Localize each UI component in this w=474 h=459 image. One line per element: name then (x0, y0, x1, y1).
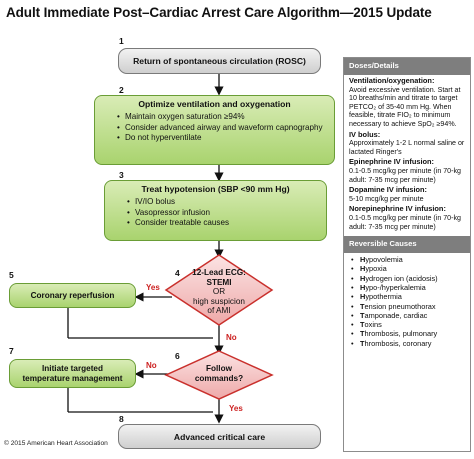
step-4-line3: OR (212, 287, 226, 297)
step-6-follow-commands: Follow commands? (182, 364, 256, 383)
label-no-stemi: No (226, 333, 237, 342)
step-2-list: Maintain oxygen saturation ≥94% Consider… (95, 112, 334, 144)
step-number-2: 2 (119, 85, 124, 95)
ventilation-section: Ventilation/oxygenation: Avoid excessive… (344, 75, 470, 129)
step-3-bullet: IV/IO bolus (127, 197, 326, 208)
cause-item: Hypothermia (351, 292, 470, 302)
bolus-section: IV bolus: Approximately 1-2 L normal sal… (344, 129, 470, 157)
epinephrine-title: Epinephrine IV infusion: (349, 157, 434, 167)
step-6-line1: Follow (206, 364, 232, 373)
norepinephrine-section: Norepinephrine IV infusion: 0.1-0.5 mcg/… (344, 203, 470, 231)
step-3-bullet: Vasopressor infusion (127, 208, 326, 219)
step-4-line1: 12-Lead ECG: (192, 268, 246, 277)
cause-item: Thrombosis, pulmonary (351, 329, 470, 339)
step-3-heading: Treat hypotension (SBP <90 mm Hg) (141, 184, 290, 194)
epinephrine-section: Epinephrine IV infusion: 0.1-0.5 mcg/kg … (344, 156, 470, 184)
step-2-bullet: Maintain oxygen saturation ≥94% (117, 112, 334, 123)
dopamine-title: Dopamine IV infusion: (349, 185, 428, 195)
step-4-ecg-question: 12-Lead ECG: STEMI OR high suspicion of … (176, 268, 262, 316)
bolus-text: Approximately 1-2 L normal saline or lac… (349, 139, 465, 156)
step-3-list: IV/IO bolus Vasopressor infusion Conside… (105, 197, 326, 229)
step-4-line2: STEMI (206, 277, 232, 287)
copyright-notice: © 2015 American Heart Association (4, 440, 108, 447)
step-5-coronary-reperfusion: Coronary reperfusion (9, 283, 136, 308)
doses-header: Doses/Details (344, 58, 470, 75)
dopamine-text: 5-10 mcg/kg per minute (349, 194, 424, 203)
step-1-text: Return of spontaneous circulation (ROSC) (133, 56, 306, 66)
reversible-causes-list: Hypovolemia Hypoxia Hydrogen ion (acidos… (344, 255, 470, 348)
cause-item: Hypoxia (351, 264, 470, 274)
step-5-text: Coronary reperfusion (30, 290, 115, 300)
step-4-line4: high suspicion (193, 296, 245, 306)
cause-item: Tamponade, cardiac (351, 311, 470, 321)
step-2-bullet: Do not hyperventilate (117, 133, 334, 144)
cause-item: Thrombosis, coronary (351, 339, 470, 349)
step-number-7: 7 (9, 346, 14, 356)
norepinephrine-text: 0.1-0.5 mcg/kg per minute (in 70-kg adul… (349, 213, 461, 231)
step-2-bullet: Consider advanced airway and waveform ca… (117, 123, 334, 134)
step-8-critical-care: Advanced critical care (118, 424, 321, 449)
step-number-3: 3 (119, 170, 124, 180)
page-title: Adult Immediate Post–Cardiac Arrest Care… (6, 5, 432, 20)
step-8-text: Advanced critical care (173, 431, 266, 442)
norepinephrine-title: Norepinephrine IV infusion: (349, 204, 446, 214)
step-7-temperature-management: Initiate targeted temperature management (9, 359, 136, 388)
dopamine-section: Dopamine IV infusion: 5-10 mcg/kg per mi… (344, 184, 470, 203)
step-number-1: 1 (119, 36, 124, 46)
cause-item: Toxins (351, 320, 470, 330)
step-3-bullet: Consider treatable causes (127, 218, 326, 229)
label-yes-stemi: Yes (146, 283, 160, 292)
cause-item: Hypovolemia (351, 255, 470, 265)
cause-item: Hypo-/hyperkalemia (351, 283, 470, 293)
bolus-title: IV bolus: (349, 129, 381, 139)
step-4-line5: of AMI (207, 306, 231, 316)
ventilation-title: Ventilation/oxygenation: (349, 76, 435, 85)
step-6-line2: commands? (194, 373, 244, 383)
step-7-line1: Initiate targeted (42, 363, 103, 373)
step-number-4: 4 (175, 268, 180, 278)
diamond-4 (164, 254, 274, 326)
step-number-8: 8 (119, 414, 124, 424)
cause-item: Hydrogen ion (acidosis) (351, 274, 470, 284)
doses-details-panel: Doses/Details Ventilation/oxygenation: A… (343, 57, 471, 452)
step-1-rosc: Return of spontaneous circulation (ROSC) (118, 48, 321, 74)
step-number-6: 6 (175, 351, 180, 361)
step-2-ventilation: Optimize ventilation and oxygenation Mai… (94, 95, 335, 165)
epinephrine-text: 0.1-0.5 mcg/kg per minute (in 70-kg adul… (349, 166, 461, 184)
step-7-line2: temperature management (22, 373, 123, 383)
diamond-6 (164, 350, 274, 400)
cause-item: Tension pneumothorax (351, 302, 470, 312)
step-2-heading: Optimize ventilation and oxygenation (138, 99, 291, 109)
reversible-causes-header: Reversible Causes (344, 236, 470, 254)
label-yes-commands: Yes (229, 404, 243, 413)
label-no-commands: No (146, 361, 157, 370)
ventilation-text: Avoid excessive ventilation. Start at 10… (349, 85, 461, 128)
step-number-5: 5 (9, 270, 14, 280)
step-3-hypotension: Treat hypotension (SBP <90 mm Hg) IV/IO … (104, 180, 327, 241)
